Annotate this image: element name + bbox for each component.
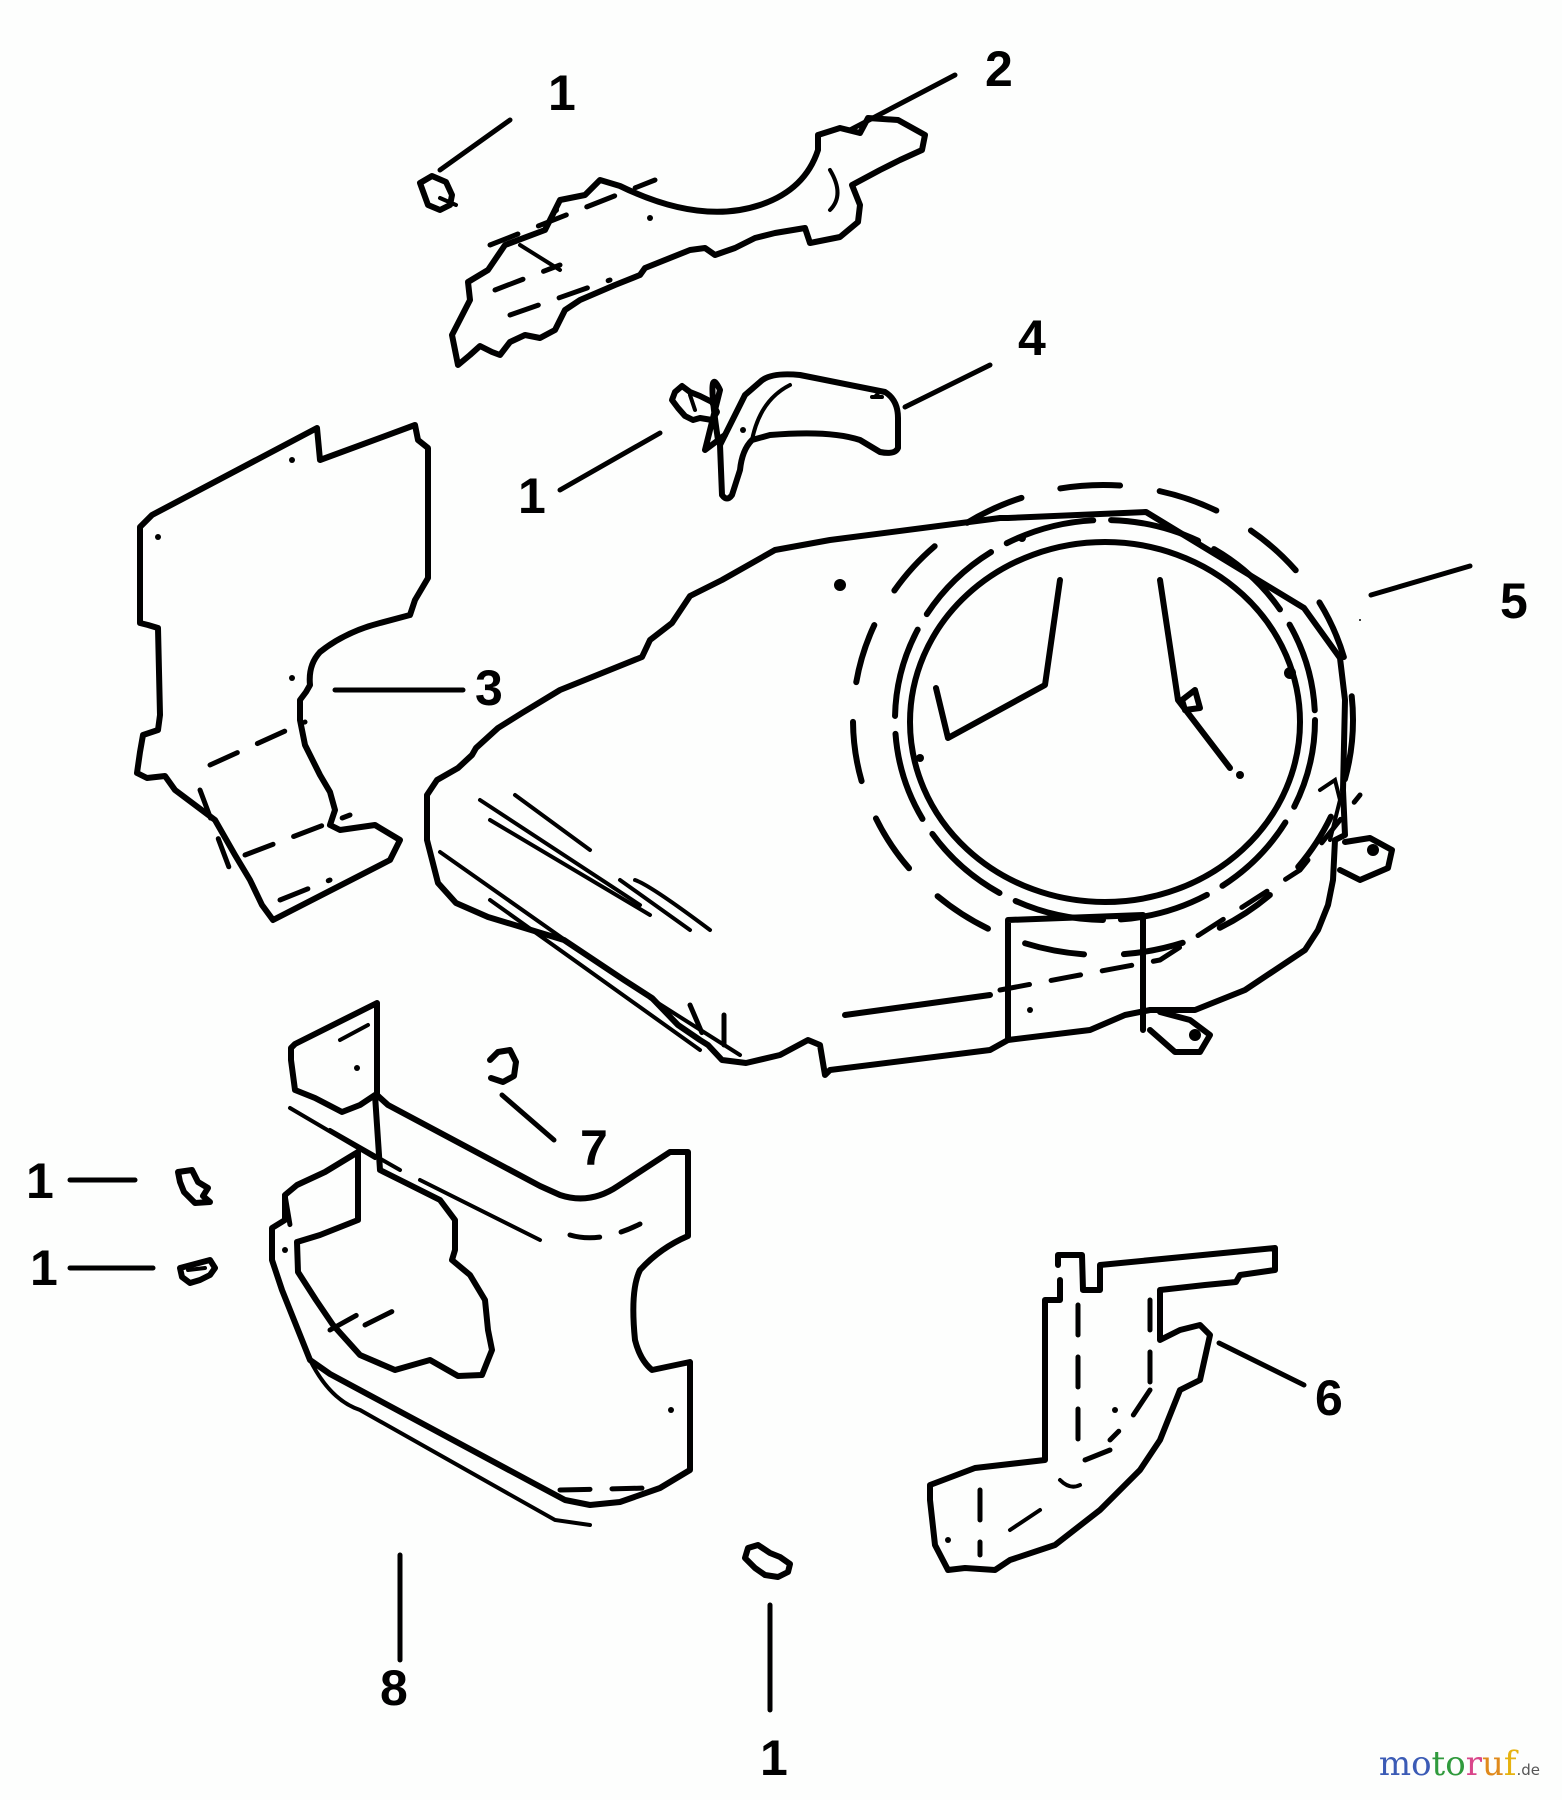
callout-5: 5 <box>1500 573 1528 629</box>
part-1-screw-bottom[interactable] <box>742 1542 793 1580</box>
callout-1-middle: 1 <box>518 468 546 524</box>
watermark-suffix: .de <box>1516 1761 1540 1779</box>
part-1-screw-top[interactable] <box>417 173 458 213</box>
callout-1-bottom: 1 <box>760 1730 788 1786</box>
callout-4: 4 <box>1018 310 1046 366</box>
callout-1-left-lower: 1 <box>30 1240 58 1296</box>
callout-6: 6 <box>1315 1370 1343 1426</box>
watermark-letter: u <box>1481 1744 1504 1784</box>
callout-3: 3 <box>475 660 503 716</box>
part-5-blower-housing[interactable] <box>424 482 1395 1078</box>
part-3-cylinder-shield-left[interactable] <box>134 422 431 923</box>
watermark-letter: r <box>1465 1744 1482 1784</box>
callout-1-top: 1 <box>548 65 576 121</box>
part-1-screw-left-lower[interactable] <box>177 1257 218 1286</box>
part-8-lower-cylinder-shroud[interactable] <box>269 1000 693 1527</box>
part-1-screw-left-upper[interactable] <box>175 1167 213 1206</box>
callout-8: 8 <box>380 1660 408 1716</box>
leader-lines <box>67 72 1473 1713</box>
part-2-shroud-bracket[interactable] <box>449 115 928 368</box>
part-4-curved-baffle[interactable] <box>702 371 901 502</box>
callout-7: 7 <box>580 1120 608 1176</box>
watermark-letter: m <box>1378 1744 1412 1784</box>
watermark-letter: f <box>1503 1744 1517 1784</box>
callout-1-left-upper: 1 <box>26 1153 54 1209</box>
callout-2: 2 <box>985 41 1013 97</box>
part-1-screw-middle[interactable] <box>669 383 720 423</box>
watermark-letter: o <box>1411 1744 1432 1784</box>
watermark-letter: t <box>1431 1744 1446 1784</box>
watermark-logo: motoruf.de <box>1379 1744 1540 1784</box>
watermark-letter: o <box>1445 1744 1466 1784</box>
part-6-cylinder-shield-right[interactable] <box>927 1245 1278 1573</box>
part-7-nut[interactable] <box>487 1047 519 1085</box>
callout-labels: 1 2 1 4 3 5 7 1 1 6 8 1 <box>26 41 1528 1786</box>
